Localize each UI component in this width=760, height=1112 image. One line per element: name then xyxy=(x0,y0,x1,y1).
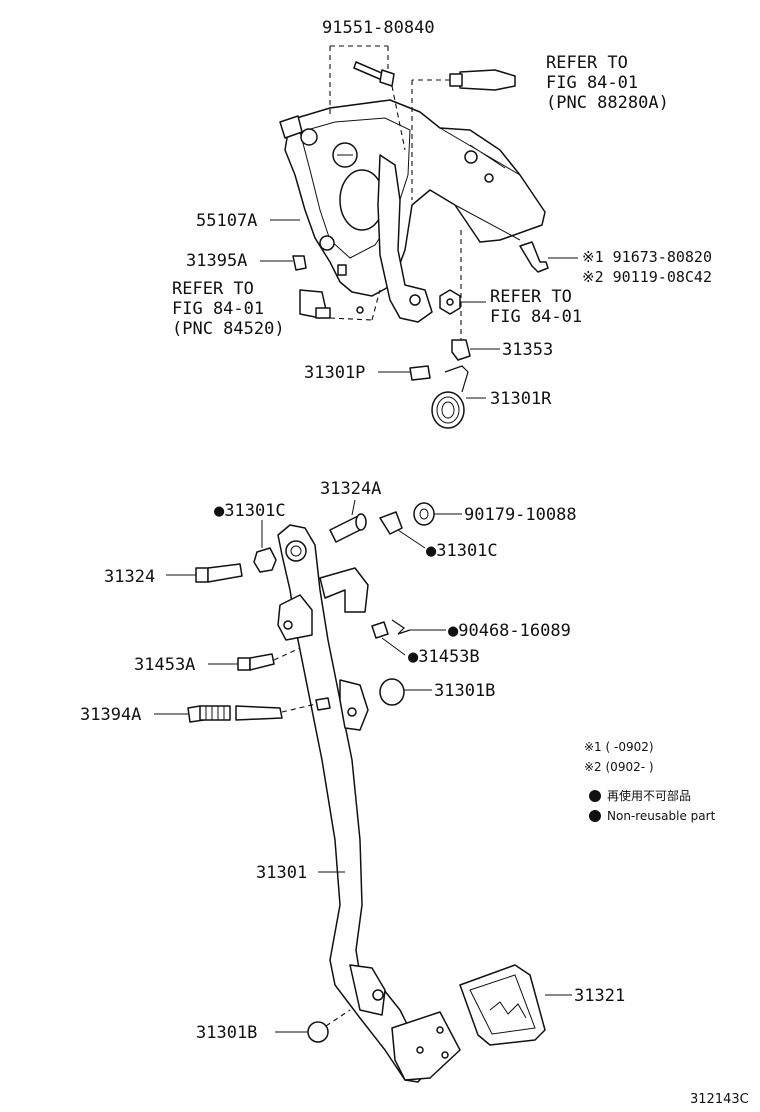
label-90179-10088: 90179-10088 xyxy=(464,505,577,525)
label-55107a: 55107A xyxy=(196,211,257,231)
label-31395a: 31395A xyxy=(186,251,247,271)
label-refer-fig-line2: FIG 84-01 xyxy=(490,307,582,327)
label-refer-88280a-line3: (PNC 88280A) xyxy=(546,93,669,113)
clip-90468-16089 xyxy=(391,619,446,635)
bracket-assembly xyxy=(279,99,546,323)
legend-note1: ※1 ( -0902) xyxy=(584,740,654,754)
nut-refer-fig xyxy=(439,289,486,315)
bolt-31324 xyxy=(166,563,243,583)
label-refer-fig-line1: REFER TO xyxy=(490,287,572,307)
cushion-31301B-top xyxy=(315,678,432,711)
label-31353: 31353 xyxy=(502,340,553,360)
part-labels: 91551-80840 REFER TO FIG 84-01 (PNC 8828… xyxy=(80,18,712,1043)
label-31324a: 31324A xyxy=(320,479,381,499)
label-31301r: 31301R xyxy=(490,389,552,409)
label-refer-88280a-line2: FIG 84-01 xyxy=(546,73,638,93)
sensor-84520 xyxy=(299,289,381,321)
pedal-bracket-55107A xyxy=(284,99,546,297)
label-31301: 31301 xyxy=(256,863,307,883)
stopper-arm xyxy=(377,154,433,323)
filled-circle-icon xyxy=(589,790,601,802)
pin-31324A xyxy=(329,499,367,543)
rod-31394A xyxy=(154,703,317,723)
figure-code: 312143C xyxy=(690,1092,749,1107)
label-refer-84520-line1: REFER TO xyxy=(172,279,254,299)
legend-nonreuse-jp: 再使用不可部品 xyxy=(607,788,691,803)
cushion-31301B-bottom xyxy=(275,1009,351,1043)
clip-31395A xyxy=(260,255,307,271)
label-bolt-alt2: ※2 90119-08C42 xyxy=(582,268,712,286)
label-31301b-top: 31301B xyxy=(434,681,495,701)
pedal-lever-31301 xyxy=(277,524,461,1083)
label-31453a: 31453A xyxy=(134,655,195,675)
label-bolt-alt1: ※1 91673-80820 xyxy=(582,248,712,266)
bolt-91673-80820 xyxy=(519,241,578,273)
label-31324: 31324 xyxy=(104,567,155,587)
bracket-hole xyxy=(300,128,318,146)
label-31301c-right: ●31301C xyxy=(426,541,498,561)
label-31321: 31321 xyxy=(574,986,625,1006)
label-31301p: 31301P xyxy=(304,363,365,383)
label-31301c-left: ●31301C xyxy=(214,501,286,521)
label-90468-16089: ●90468-16089 xyxy=(448,621,571,641)
legend-note2: ※2 (0902- ) xyxy=(584,760,654,774)
pin-31453A xyxy=(208,647,301,671)
bushing-31301C-right xyxy=(379,511,426,549)
filled-circle-icon xyxy=(589,810,601,822)
switch-88280A xyxy=(411,69,516,200)
spring-31301R xyxy=(431,365,486,429)
legend-nonreuse-en: Non-reusable part xyxy=(607,809,716,823)
label-refer-84520-line2: FIG 84-01 xyxy=(172,299,264,319)
clip-31353 xyxy=(451,230,500,361)
bushing-31453B xyxy=(371,621,406,656)
bushing-31301P xyxy=(378,365,431,381)
label-refer-84520-line3: (PNC 84520) xyxy=(172,319,285,339)
bracket-hole xyxy=(464,150,478,164)
legend: ※1 ( -0902) ※2 (0902- ) 再使用不可部品 Non-reus… xyxy=(584,740,716,823)
bracket-boss xyxy=(339,169,385,231)
label-31453b: ●31453B xyxy=(408,647,480,667)
label-91551-80840: 91551-80840 xyxy=(322,18,435,38)
bushing-31301C-left xyxy=(253,520,277,573)
label-refer-88280a-line1: REFER TO xyxy=(546,53,628,73)
label-31301b-bottom: 31301B xyxy=(196,1023,257,1043)
nut-90179-10088 xyxy=(413,502,462,526)
label-31394a: 31394A xyxy=(80,705,141,725)
pedal-pad-31321 xyxy=(459,964,572,1046)
bolt-91551-80840 xyxy=(329,45,406,151)
